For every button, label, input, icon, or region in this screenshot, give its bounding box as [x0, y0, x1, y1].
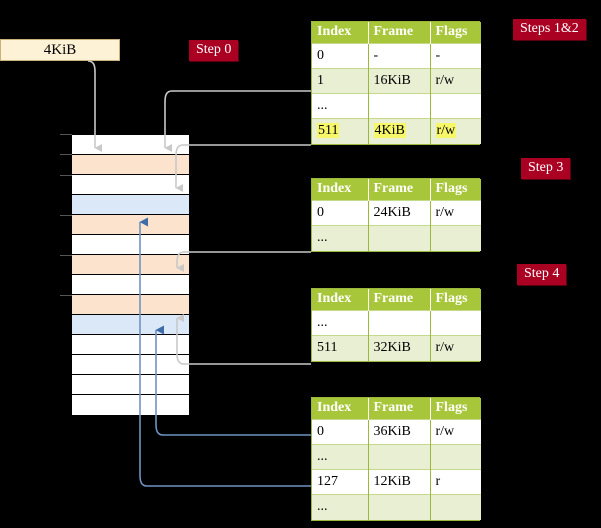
- memory-frame-row: [72, 175, 189, 195]
- memory-tick-2: [60, 175, 72, 176]
- cell-frame: 36KiB: [368, 419, 431, 445]
- memory-frame-row: [72, 195, 189, 215]
- memory-frame-row: [72, 395, 189, 415]
- memory-frame-row: [72, 355, 189, 375]
- cell-flags: r/w: [430, 118, 481, 144]
- step-badge-steps1and2: Steps 1&2: [513, 19, 586, 40]
- cell-flags: r/w: [430, 68, 481, 94]
- cell-flags: [430, 494, 481, 520]
- column-header-index: Index: [312, 179, 369, 201]
- cell-index: ...: [312, 444, 369, 470]
- memory-frame-row: [72, 335, 189, 355]
- cell-frame: 32KiB: [368, 335, 431, 361]
- table-row: ...: [312, 93, 481, 119]
- cell-index: 511: [312, 118, 369, 144]
- cell-frame: [368, 494, 431, 520]
- table-row: 0--: [312, 43, 481, 69]
- memory-tick-4: [60, 255, 72, 256]
- cell-flags: -: [430, 43, 481, 69]
- cell-index: 1: [312, 68, 369, 94]
- memory-tick-0: [60, 134, 72, 135]
- column-header-frame: Frame: [368, 289, 431, 311]
- step-badge-step3: Step 3: [521, 158, 571, 179]
- column-header-index: Index: [312, 398, 369, 420]
- memory-frame-row: [72, 155, 189, 175]
- cell-frame: [368, 93, 431, 119]
- cell-index: 0: [312, 419, 369, 445]
- column-header-flags: Flags: [430, 289, 481, 311]
- table-row: ...: [312, 310, 481, 336]
- memory-frame-row: [72, 315, 189, 335]
- cell-frame: 12KiB: [368, 469, 431, 495]
- memory-tick-1: [60, 154, 72, 155]
- table-row: ...: [312, 225, 481, 251]
- cell-frame: [368, 225, 431, 251]
- memory-frame-row: [72, 235, 189, 255]
- cell-index: 0: [312, 200, 369, 226]
- cell-frame: 4KiB: [368, 118, 431, 144]
- column-header-frame: Frame: [368, 398, 431, 420]
- column-header-flags: Flags: [430, 179, 481, 201]
- memory-tick-3: [60, 215, 72, 216]
- memory-frame-row: [72, 295, 189, 315]
- cell-flags: r: [430, 469, 481, 495]
- cell-index: ...: [312, 494, 369, 520]
- cell-flags: [430, 310, 481, 336]
- cell-index: ...: [312, 93, 369, 119]
- cell-frame: 24KiB: [368, 200, 431, 226]
- cell-index: ...: [312, 225, 369, 251]
- cell-index: ...: [312, 310, 369, 336]
- step-badge-step0: Step 0: [189, 40, 239, 61]
- memory-frame-row: [72, 375, 189, 395]
- column-header-flags: Flags: [430, 22, 481, 44]
- column-header-flags: Flags: [430, 398, 481, 420]
- cell-index: 127: [312, 469, 369, 495]
- memory-tick-5: [60, 295, 72, 296]
- cell-flags: [430, 225, 481, 251]
- cell-frame: [368, 310, 431, 336]
- physical-memory-column: [71, 134, 190, 415]
- cell-frame: [368, 444, 431, 470]
- memory-frame-row: [72, 135, 189, 155]
- cell-index: 511: [312, 335, 369, 361]
- step-badge-step4: Step 4: [517, 264, 567, 285]
- memory-frame-row: [72, 215, 189, 235]
- column-header-frame: Frame: [368, 179, 431, 201]
- memory-frame-row: [72, 255, 189, 275]
- wire-table4-511-to-frame: [175, 144, 311, 192]
- cell-flags: [430, 93, 481, 119]
- column-header-index: Index: [312, 22, 369, 44]
- table-row: ...: [312, 444, 481, 470]
- cell-flags: r/w: [430, 200, 481, 226]
- cell-flags: r/w: [430, 419, 481, 445]
- table-row: ...: [312, 494, 481, 520]
- wire-table3-to-frame: [176, 251, 311, 272]
- cell-index: 0: [312, 43, 369, 69]
- cell-flags: r/w: [430, 335, 481, 361]
- cell-frame: 16KiB: [368, 68, 431, 94]
- cell-frame: -: [368, 43, 431, 69]
- memory-frame-row: [72, 275, 189, 295]
- request-size-box: 4KiB: [0, 39, 120, 61]
- column-header-index: Index: [312, 289, 369, 311]
- cell-flags: [430, 444, 481, 470]
- wire-table2-to-frame: [176, 314, 311, 365]
- column-header-frame: Frame: [368, 22, 431, 44]
